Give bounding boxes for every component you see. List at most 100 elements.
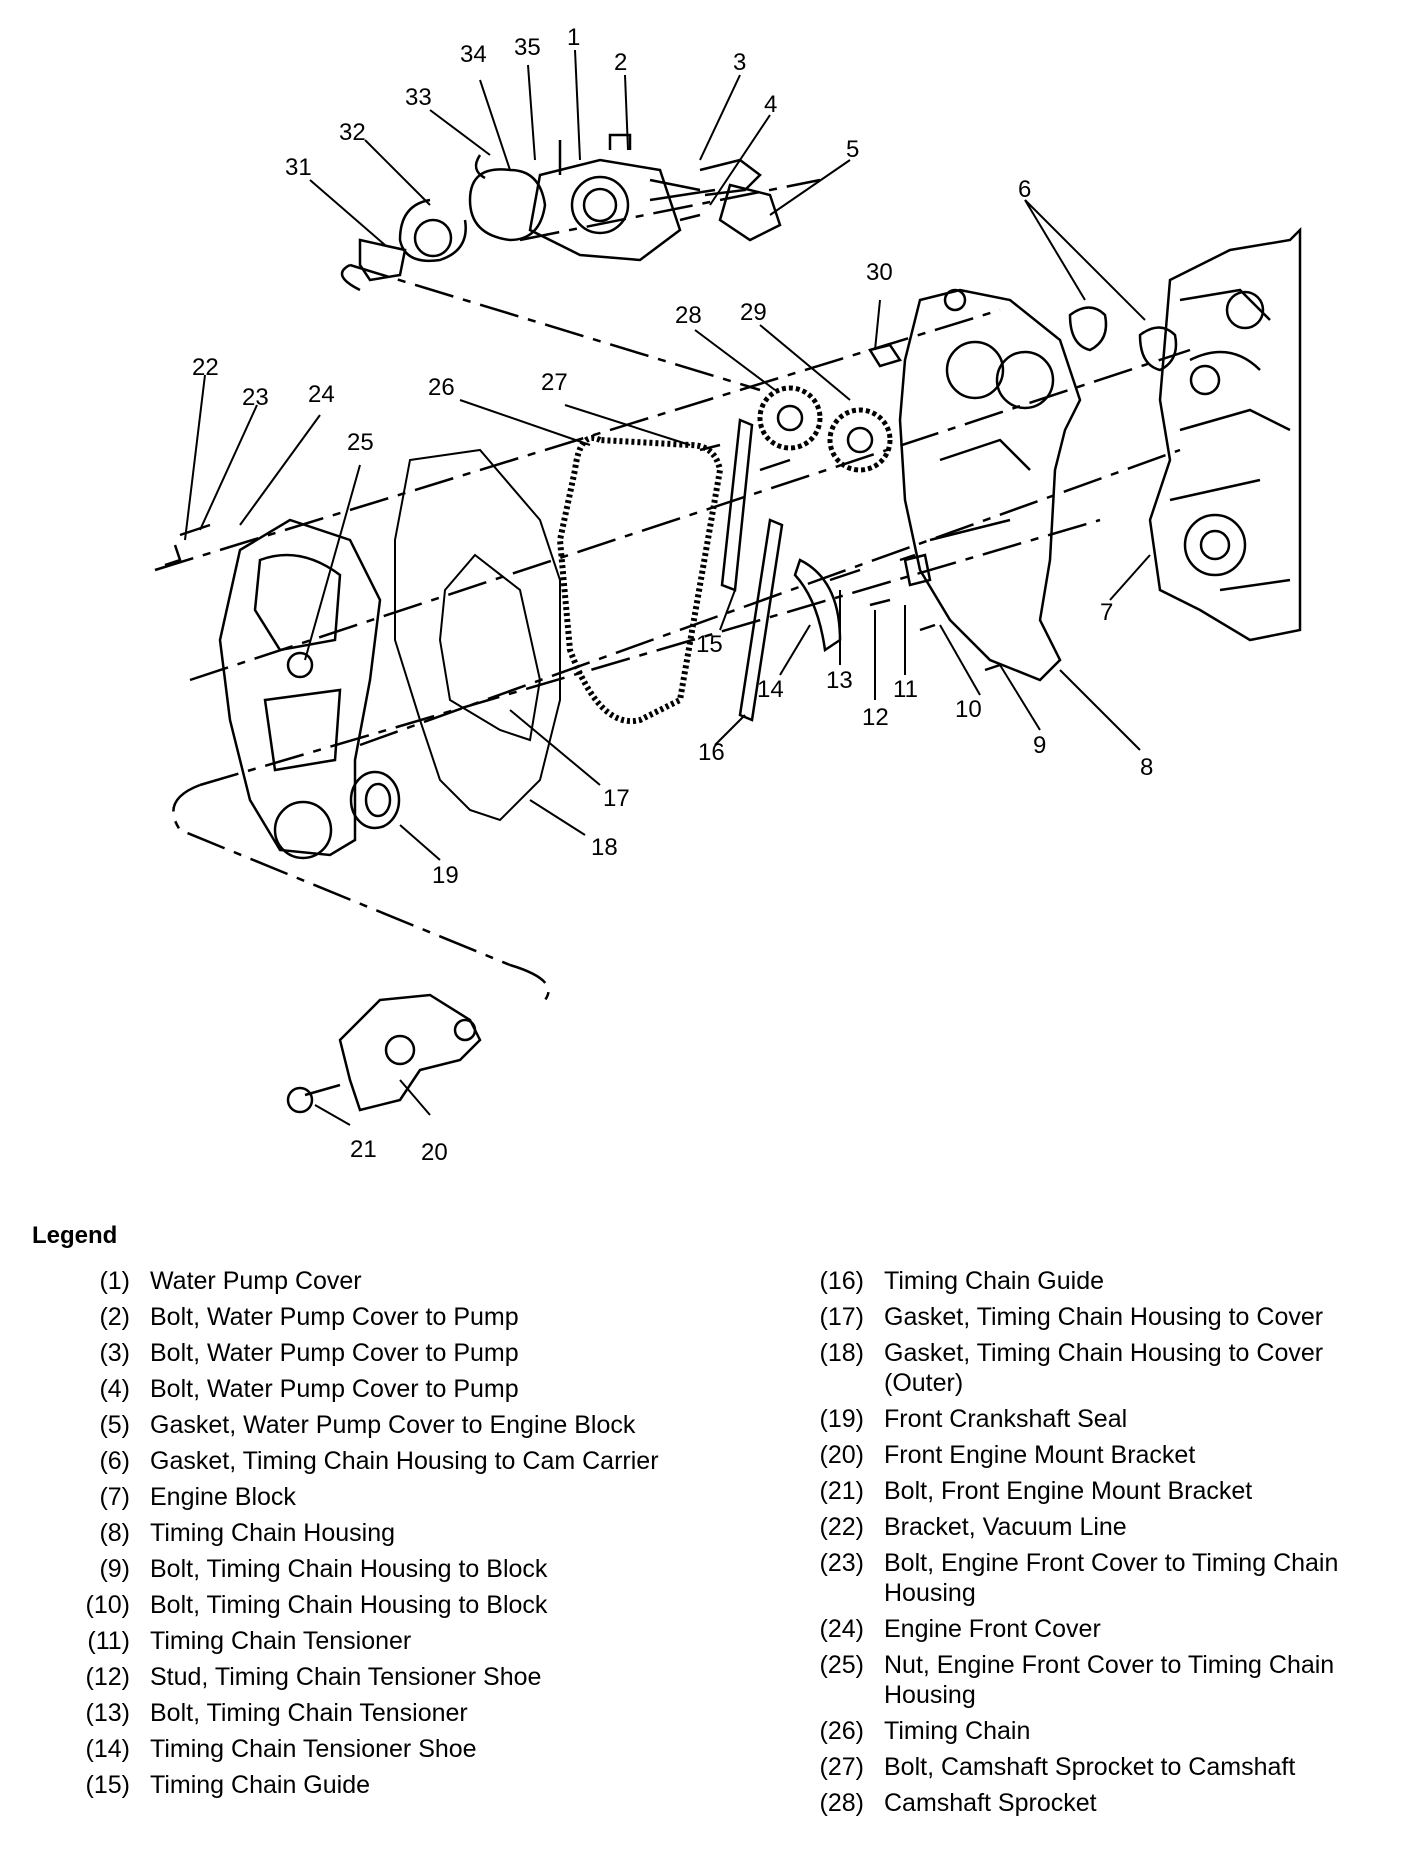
legend-item-text: Bolt, Timing Chain Tensioner [150,1699,468,1727]
legend-item-text: Timing Chain Tensioner Shoe [150,1735,477,1763]
legend-item-text: Timing Chain Guide [150,1771,371,1799]
callout-14: 14 [757,676,784,703]
legend-item-text: Bolt, Engine Front Cover to Timing Chain… [884,1549,1339,1607]
legend-item: (27)Bolt, Camshaft Sprocket to Camshaft [806,1752,1406,1782]
legend-item-text: Timing Chain Tensioner [150,1627,412,1655]
callout-4: 4 [764,91,777,118]
legend-item: (14) Timing Chain Tensioner Shoe [72,1734,712,1764]
cam-carrier-gaskets [1068,306,1178,372]
callout-19: 19 [432,862,459,889]
legend-item-text: Stud, Timing Chain Tensioner Shoe [150,1663,542,1691]
legend-item: (7)Engine Block [72,1482,712,1512]
callout-34: 34 [460,41,487,68]
callout-32: 32 [339,119,366,146]
legend-item-text: Bolt, Water Pump Cover to Pump [150,1303,519,1331]
legend-item-number: (9) [99,1555,130,1583]
callout-13: 13 [826,667,853,694]
callout-26: 26 [428,374,455,401]
legend-item-text: Bolt, Water Pump Cover to Pump [150,1339,519,1367]
legend-item-number: (27) [819,1753,864,1781]
legend-item-number: (13) [85,1699,130,1727]
callout-1: 1 [567,24,580,51]
legend-item: (1)Water Pump Cover [72,1266,712,1296]
alignment-lines [154,178,1191,1001]
legend-item-number: (15) [85,1771,130,1799]
legend-item-text: Nut, Engine Front Cover to Timing Chain … [884,1651,1335,1709]
legend-item-text: Timing Chain Guide [884,1267,1105,1295]
callout-5: 5 [846,136,859,163]
legend-item-number: (18) [819,1339,864,1367]
legend-item: (2) Bolt, Water Pump Cover to Pump [72,1302,712,1332]
front-engine-mount-bracket [286,993,482,1114]
legend-item-number: (19) [819,1405,864,1433]
legend-item: (18) Gasket, Timing Chain Housing to Cove… [806,1338,1406,1398]
legend-item: (16)Timing Chain Guide [806,1266,1406,1296]
legend-item-number: (7) [99,1483,130,1511]
callout-16: 16 [698,739,725,766]
callout-7: 7 [1100,599,1113,626]
legend-item-number: (20) [819,1441,864,1469]
legend-item-number: (8) [99,1519,130,1547]
callout-25: 25 [347,429,374,456]
legend-item-text: Engine Front Cover [884,1615,1101,1643]
legend-item: (23) Bolt, Engine Front Cover to Timing C… [806,1548,1406,1608]
legend-item-text: Timing Chain Housing [150,1519,396,1547]
callout-6: 6 [1018,176,1031,203]
legend-item-number: (22) [819,1513,864,1541]
legend-item-number: (28) [819,1789,864,1817]
callout-11: 11 [893,676,918,703]
legend-item-text: Water Pump Cover [150,1267,362,1295]
callout-29: 29 [740,299,767,326]
legend-item: (10) Bolt, Timing Chain Housing to Block [72,1590,712,1620]
legend-item-number: (5) [99,1411,130,1439]
legend-item-text: Timing Chain [884,1717,1031,1745]
legend-item-number: (25) [819,1651,864,1679]
legend-item-text: Bolt, Timing Chain Housing to Block [150,1555,548,1583]
legend-item: (4)Bolt, Water Pump Cover to Pump [72,1374,712,1404]
legend-item-number: (4) [99,1375,130,1403]
legend-item-text: Bolt, Front Engine Mount Bracket [884,1477,1253,1505]
callout-31: 31 [285,154,312,181]
legend-item-number: (17) [819,1303,864,1331]
engine-front-cover [218,518,382,860]
legend-item-number: (10) [85,1591,130,1619]
engine-block [1148,226,1302,642]
legend-item-number: (3) [99,1339,130,1367]
legend-item-number: (14) [85,1735,130,1763]
front-crankshaft-seal [349,770,401,830]
legend-item-text: Front Crankshaft Seal [884,1405,1128,1433]
legend-item-number: (6) [99,1447,130,1475]
callout-17: 17 [603,785,630,812]
callout-23: 23 [242,384,269,411]
camshaft-sprockets [757,343,902,473]
callout-30: 30 [866,259,893,286]
callout-33: 33 [405,84,432,111]
callout-3: 3 [733,49,746,76]
legend-item-text: Gasket, Timing Chain Housing to Cover (O… [884,1339,1324,1397]
callout-20: 20 [421,1139,448,1166]
legend-item-text: Bolt, Timing Chain Housing to Block [150,1591,548,1619]
legend-item: (8) Timing Chain Housing [72,1518,712,1548]
legend-item-number: (2) [99,1303,130,1331]
legend-item: (28) Camshaft Sprocket [806,1788,1406,1818]
legend-item-text: Gasket, Timing Chain Housing to Cam Carr… [150,1447,659,1475]
legend-item-text: Bracket, Vacuum Line [884,1513,1127,1541]
legend-item: (5)Gasket, Water Pump Cover to Engine Bl… [72,1410,712,1440]
legend-item: (22) Bracket, Vacuum Line [806,1512,1406,1542]
legend-item: (3) Bolt, Water Pump Cover to Pump [72,1338,712,1368]
callout-9: 9 [1033,732,1046,759]
legend-item-number: (21) [819,1477,864,1505]
legend-item: (17) Gasket, Timing Chain Housing to Cove… [806,1302,1406,1332]
legend-item: (12)Stud, Timing Chain Tensioner Shoe [72,1662,712,1692]
callout-18: 18 [591,834,618,861]
legend-item: (21) Bolt, Front Engine Mount Bracket [806,1476,1406,1506]
legend-item: (25) Nut, Engine Front Cover to Timing Ch… [806,1650,1406,1710]
callout-2: 2 [614,49,627,76]
legend-item-text: Camshaft Sprocket [884,1789,1097,1817]
callout-15: 15 [696,631,723,658]
legend-item: (24)Engine Front Cover [806,1614,1406,1644]
timing-housing-gaskets [394,448,561,822]
legend-item-number: (23) [819,1549,864,1577]
fasteners [164,188,1001,672]
legend-item-text: Gasket, Timing Chain Housing to Cover [884,1303,1324,1331]
